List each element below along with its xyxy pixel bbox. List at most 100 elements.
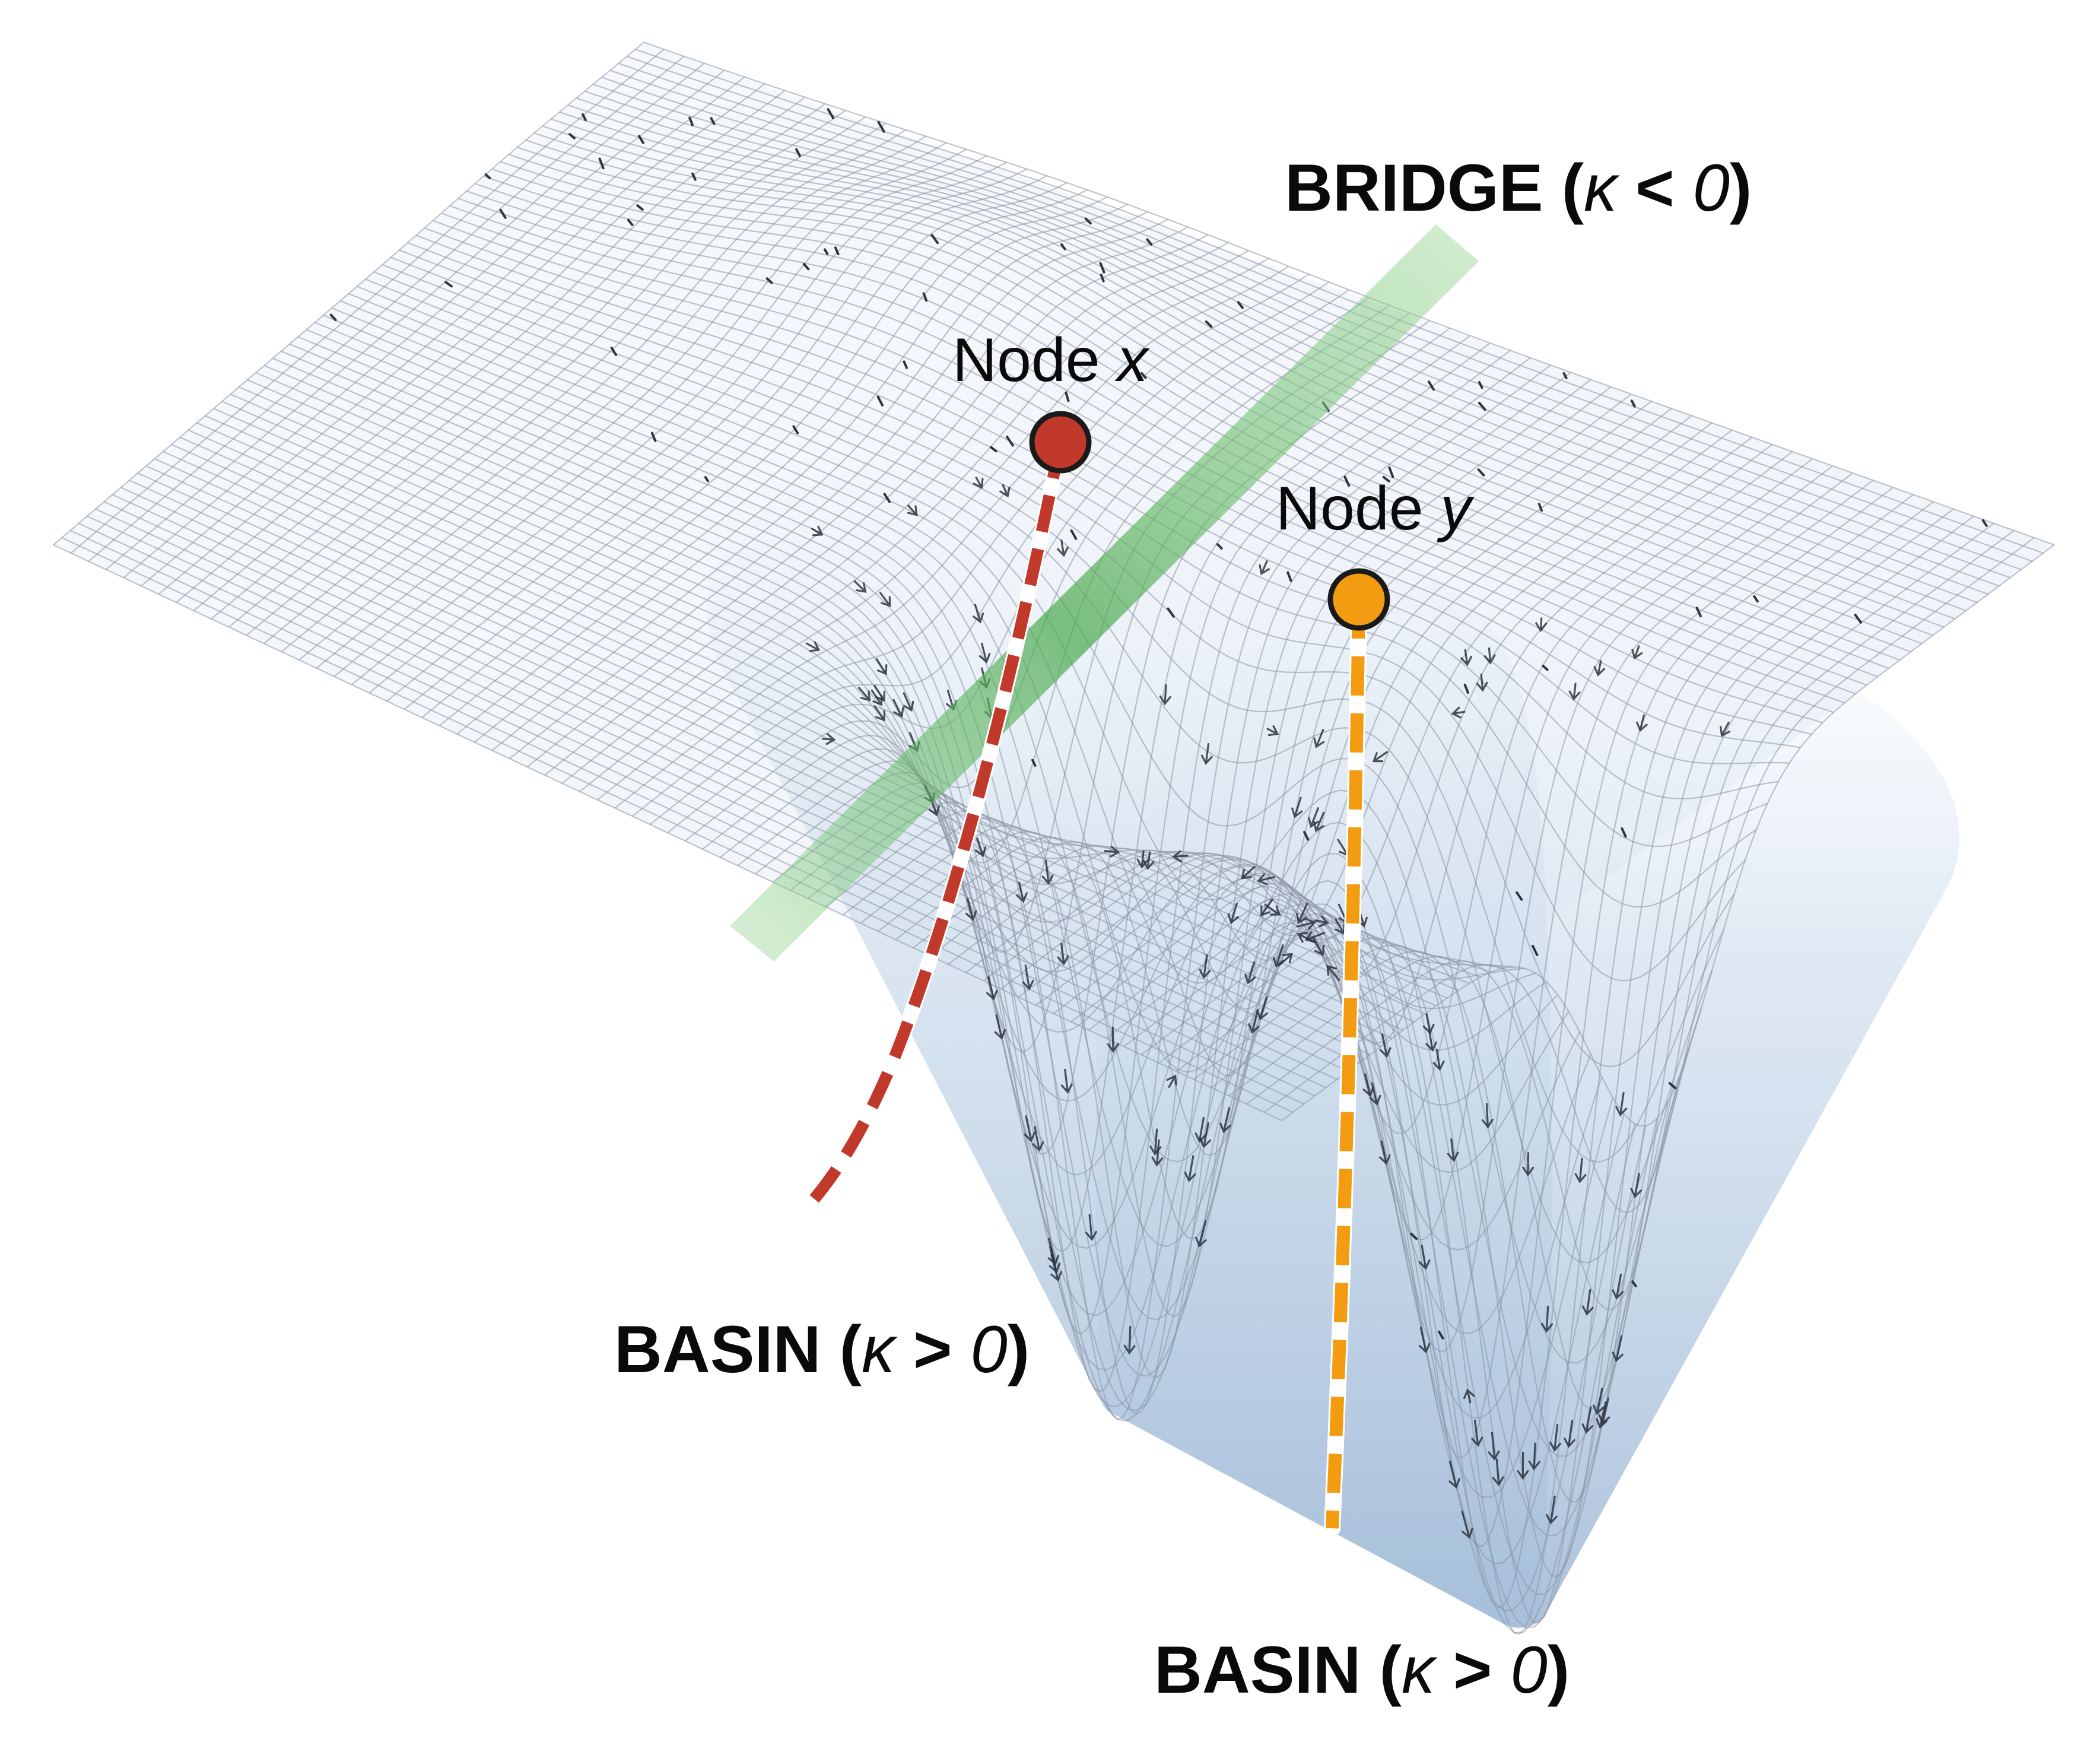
flow-arrow [1296,918,1317,930]
node-x-marker [1029,411,1092,474]
mesh-line-v [382,264,1713,1264]
flow-tick [704,476,709,483]
flow-arrow [1447,1138,1459,1162]
flow-arrow [1266,725,1279,737]
flow-tick [1695,607,1702,618]
flow-arrow [1612,1273,1624,1300]
flow-arrow [1483,647,1496,665]
flow-arrow [1598,1397,1610,1425]
mesh-line-v [466,190,1823,723]
basin-left-label: BASIN (κ > 0) [614,1312,1030,1386]
node-y-label-word: Node [1276,474,1441,543]
flow-arrow [994,1014,1006,1040]
mesh-line-v [221,401,1503,969]
mesh-line-v [129,480,1381,1048]
flow-tick [1630,399,1636,408]
flow-arrow [1200,742,1213,765]
basin-left-label-word: BASIN ( [614,1312,862,1386]
flow-tick [598,157,605,170]
flow-arrow [1451,706,1466,719]
flow-arrow [1362,1073,1374,1097]
mesh-line-v [205,415,1481,978]
flow-tick [484,173,491,180]
mesh-line-v [95,508,1337,1080]
basin-left-label-relation: > [895,1312,971,1386]
bridge-band [730,224,1479,961]
mesh-line-v [525,139,1900,661]
flow-tick [582,113,587,122]
flow-tick [990,446,997,453]
node-x-label-word: Node [952,326,1117,395]
mesh-line-v [475,183,1834,713]
geodesic-path-x [799,441,1066,1215]
flow-arrow [1612,1335,1624,1363]
flow-tick [1216,543,1223,550]
flow-arrow [1151,1139,1164,1167]
mesh-line-v [449,205,1801,748]
mesh-line-v [458,198,1812,735]
flow-arrow [1085,1214,1097,1241]
node-y-marker [1327,568,1390,631]
flow-arrow [1149,1128,1162,1156]
flow-arrow [1219,1107,1231,1134]
flow-arrow [1379,1140,1391,1165]
mesh-line-v [78,522,1316,1097]
flow-arrow [1264,903,1281,916]
flow-arrow [873,705,885,722]
mesh-line-v [53,544,1282,1121]
flow-arrow [892,699,904,718]
flow-tick [823,248,829,255]
flow-tick [1006,435,1014,447]
flow-arrow [1418,1327,1431,1354]
mesh-line-v [601,77,2000,587]
flow-arrow [1260,899,1273,917]
flow-tick [1438,1330,1444,1340]
flow-arrow [1194,1116,1207,1143]
flow-tick [834,246,840,256]
flow-tick [1060,243,1066,250]
flow-arrow [973,604,984,624]
flow-arrow [1418,1245,1431,1270]
mesh-line-v [255,372,1547,1176]
flow-arrow [1335,918,1346,935]
flow-arrow [1476,673,1488,692]
flow-arrow [986,976,998,1001]
geodesic-path-y [1326,599,1365,1529]
flow-arrow [1241,866,1256,880]
flow-arrow [1304,931,1326,943]
flow-arrow [1107,1026,1119,1053]
flow-arrow [1314,915,1329,928]
flow-tick [795,148,801,157]
flow-arrow [1568,683,1581,701]
mesh-line-v [239,386,1525,1033]
flow-tick [930,234,939,245]
mesh-line-v [584,90,1978,604]
flow-arrow [822,733,836,745]
mesh-line-v [154,458,1415,1023]
mesh-line-v [627,55,2033,562]
basin-right-label-kappa: κ [1402,1633,1438,1707]
flow-arrow [1022,964,1034,991]
flow-arrow [1463,1388,1475,1404]
mesh-line-v [103,501,1349,1072]
flow-arrow [1630,1173,1642,1198]
mesh-line-v [407,242,1746,982]
node-y-label: Node y [1276,474,1475,543]
flow-tick [883,493,891,503]
flow-tick [827,108,835,119]
flow-arrow [1574,1157,1587,1183]
mesh-line-v [120,487,1371,1056]
flow-arrow [1199,1122,1211,1148]
mesh-line-v [483,175,1845,704]
flow-tick [1410,1233,1418,1240]
flow-tick [1237,301,1244,309]
bridge-label-close: ) [1730,151,1752,225]
flow-tick [1542,664,1549,671]
mesh-line-v [61,537,1294,1113]
flow-arrow [1016,881,1028,903]
mesh-line-v [593,83,1988,595]
flow-arrow [1549,1423,1562,1452]
flow-tick [691,172,697,181]
flow-arrow [1050,1254,1062,1282]
